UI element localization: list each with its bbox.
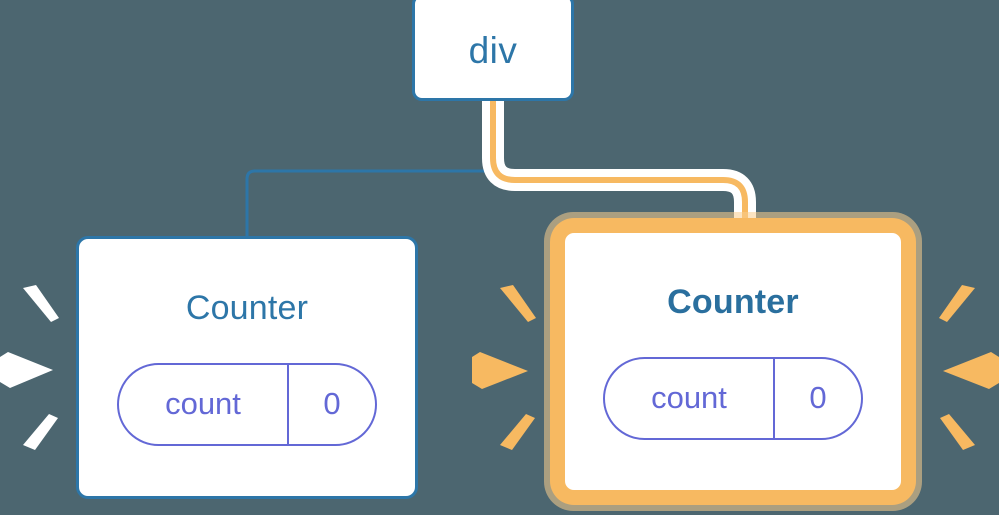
sparkle-left-of-counter-left [0,285,59,450]
node-counter-right[interactable]: Counter count 0 [562,230,904,493]
sparkle-right-of-counter-right [939,285,999,450]
node-counter-right-label: Counter [667,283,799,321]
node-counter-left-label: Counter [185,289,309,327]
state-key-label: count [651,379,727,415]
state-pill-counter-left: count 0 [117,363,377,446]
state-value-label: 0 [287,365,375,444]
node-counter-left[interactable]: Counter count 0 [76,236,418,499]
state-pill-counter-right: count 0 [603,357,863,440]
state-key-label: count [165,385,241,421]
node-div-label: div [468,30,518,71]
sparkle-left-of-counter-right [472,285,536,450]
node-div[interactable]: div [412,0,574,101]
connector-div-to-counter-right [490,101,748,232]
state-value-label: 0 [773,359,861,438]
